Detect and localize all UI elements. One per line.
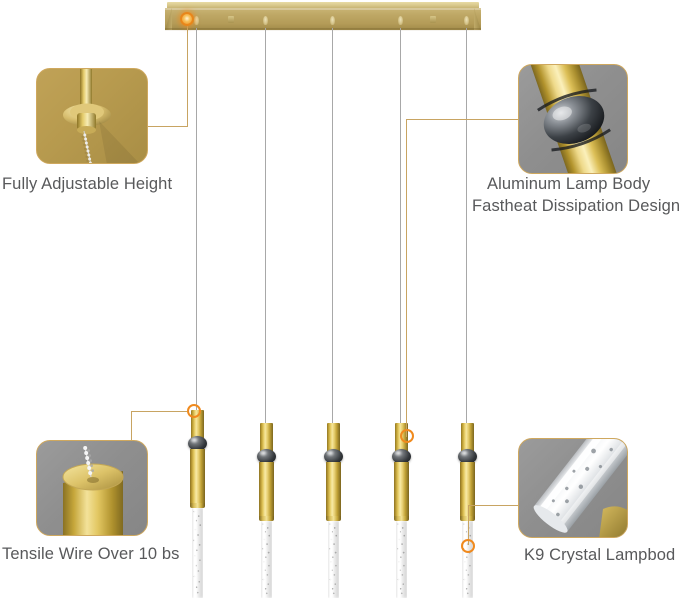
lamp-body-ring-photo <box>519 65 627 173</box>
pendant-cap-tube <box>191 410 204 442</box>
pendant-lamp-body <box>394 462 409 518</box>
canopy-screw <box>228 16 234 23</box>
pendant-crystal-rod <box>396 521 407 598</box>
connector-line-k9-crystal <box>468 505 518 506</box>
connector-line-aluminum-body <box>406 119 518 120</box>
pendant-lamp-body <box>326 462 341 518</box>
crystal-highlight <box>398 521 400 598</box>
suspension-wire <box>466 28 467 426</box>
callout-panel-fully-adjustable-height[interactable] <box>36 68 148 164</box>
suspension-wire <box>400 28 401 426</box>
pendant-cap-tube <box>461 423 474 455</box>
marker-lamp-ring-icon[interactable] <box>400 429 414 443</box>
canopy-right-bevel <box>474 8 481 30</box>
pendant-body-end <box>394 516 409 521</box>
pendant-body-end <box>190 503 205 508</box>
canopy-top-bevel <box>167 2 479 9</box>
canopy-screw <box>430 16 436 23</box>
pendant-cap-tube <box>327 423 340 455</box>
pendant-accent-ring <box>458 449 477 464</box>
suspension-wire <box>332 28 333 426</box>
pendant-body-end <box>460 516 475 521</box>
pendant-lamp-body <box>460 462 475 518</box>
pendant-crystal-rod <box>261 521 272 598</box>
callout-panel-k9-crystal[interactable] <box>518 438 628 538</box>
crystal-highlight <box>464 521 466 598</box>
tensile-wire-photo <box>37 441 147 535</box>
pendant-accent-ring <box>392 449 411 464</box>
connector-line-tensile-wire <box>131 411 132 458</box>
canopy-wire-hole <box>464 16 469 25</box>
pendant-accent-ring <box>257 449 276 464</box>
crystal-highlight <box>263 521 265 598</box>
callout-label-aluminum-lamp-body-line1: Aluminum Lamp Body <box>487 175 651 193</box>
pendant-accent-ring <box>324 449 343 464</box>
pendant-lamp-body <box>259 462 274 518</box>
callout-label-fully-adjustable-height: Fully Adjustable Height <box>2 175 173 193</box>
canopy-wire-hole <box>330 16 335 25</box>
crystal-bubbles <box>261 521 272 598</box>
ceiling-mount-photo <box>37 69 147 163</box>
pendant-cap-tube <box>260 423 273 455</box>
connector-line-adjustable-height <box>187 26 188 127</box>
pendant-lamp-body <box>190 449 205 505</box>
callout-label-tensile-wire: Tensile Wire Over 10 bs <box>2 545 180 563</box>
callout-label-aluminum-lamp-body-line2: Fastheat Dissipation Design <box>472 197 679 215</box>
canopy-wire-hole <box>263 16 268 25</box>
suspension-wire <box>265 28 266 426</box>
crystal-bubbles <box>462 521 473 598</box>
callout-panel-tensile-wire[interactable] <box>36 440 148 536</box>
callout-label-k9-crystal: K9 Crystal Lampbod <box>524 546 676 564</box>
crystal-highlight <box>194 508 196 598</box>
connector-line-k9-crystal <box>468 505 469 545</box>
canopy-left-bevel <box>165 8 172 30</box>
crystal-bubbles <box>396 521 407 598</box>
marker-crystal-bottom-icon[interactable] <box>461 539 475 553</box>
k9-crystal-photo <box>519 439 627 537</box>
connector-line-aluminum-body <box>406 119 407 437</box>
canopy-wire-hole <box>398 16 403 25</box>
pendant-body-end <box>326 516 341 521</box>
pendant-crystal-rod <box>192 508 203 598</box>
pendant-accent-ring <box>188 436 207 451</box>
marker-wire-top-icon[interactable] <box>187 404 201 418</box>
canopy-wire-hole <box>194 16 199 25</box>
canopy-underside-shadow <box>165 28 481 31</box>
pendant-crystal-rod <box>328 521 339 598</box>
suspension-wire <box>196 28 197 413</box>
callout-panel-aluminum-lamp-body[interactable] <box>518 64 628 174</box>
crystal-bubbles <box>192 508 203 598</box>
pendant-body-end <box>259 516 274 521</box>
crystal-highlight <box>330 521 332 598</box>
pendant-crystal-rod <box>462 521 473 598</box>
connector-line-adjustable-height <box>148 126 188 127</box>
crystal-bubbles <box>328 521 339 598</box>
connector-line-tensile-wire <box>131 411 187 412</box>
marker-canopy-mount-icon[interactable] <box>180 12 194 26</box>
